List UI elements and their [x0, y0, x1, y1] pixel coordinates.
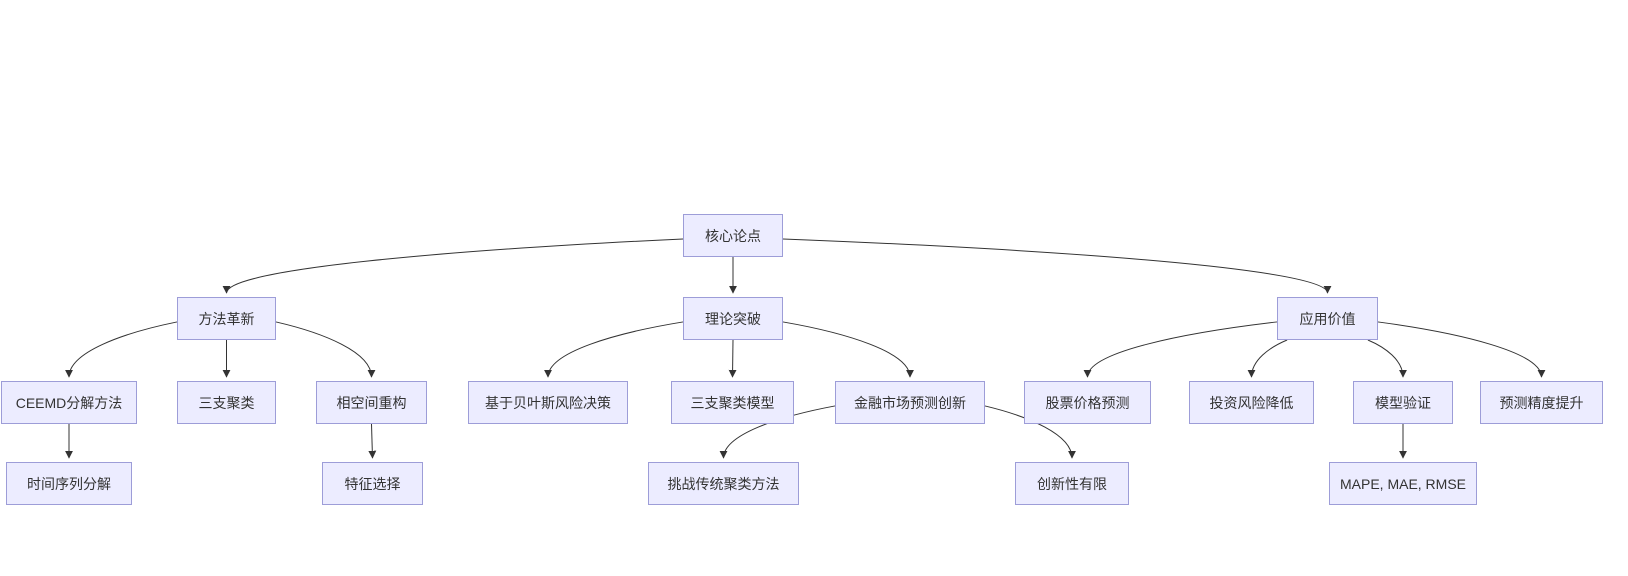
- edge-theory-to-fininno: [782, 321, 914, 378]
- node-stock: 股票价格预测: [1024, 381, 1151, 424]
- node-limited: 创新性有限: [1015, 462, 1129, 505]
- edge-application-to-risk: [1247, 339, 1288, 378]
- node-ceemd: CEEMD分解方法: [1, 381, 137, 424]
- edge-core-to-method: [222, 238, 684, 294]
- edge-theory-to-bayes: [544, 321, 684, 378]
- node-challenge: 挑战传统聚类方法: [648, 462, 799, 505]
- node-method: 方法革新: [177, 297, 276, 340]
- edge-method-to-phase: [275, 321, 376, 378]
- edge-core-to-application: [782, 238, 1332, 294]
- node-theory: 理论突破: [683, 297, 783, 340]
- node-feature: 特征选择: [322, 462, 423, 505]
- edge-application-to-validation: [1367, 339, 1407, 378]
- edge-method-to-ceemd: [65, 321, 178, 378]
- node-metrics: MAPE, MAE, RMSE: [1329, 462, 1477, 505]
- edge-application-to-stock: [1083, 321, 1278, 378]
- edges-group: [65, 238, 1546, 459]
- node-risk: 投资风险降低: [1189, 381, 1314, 424]
- edge-application-to-accuracy: [1377, 321, 1546, 378]
- node-bayes: 基于贝叶斯风险决策: [468, 381, 628, 424]
- node-phase: 相空间重构: [316, 381, 427, 424]
- node-application: 应用价值: [1277, 297, 1378, 340]
- node-threeway: 三支聚类: [177, 381, 276, 424]
- node-tsdecomp: 时间序列分解: [6, 462, 132, 505]
- node-twcmodel: 三支聚类模型: [671, 381, 794, 424]
- edge-theory-to-twcmodel: [728, 339, 737, 378]
- node-validation: 模型验证: [1353, 381, 1453, 424]
- node-core: 核心论点: [683, 214, 783, 257]
- node-fininno: 金融市场预测创新: [835, 381, 985, 424]
- node-accuracy: 预测精度提升: [1480, 381, 1603, 424]
- edge-phase-to-feature: [368, 423, 377, 459]
